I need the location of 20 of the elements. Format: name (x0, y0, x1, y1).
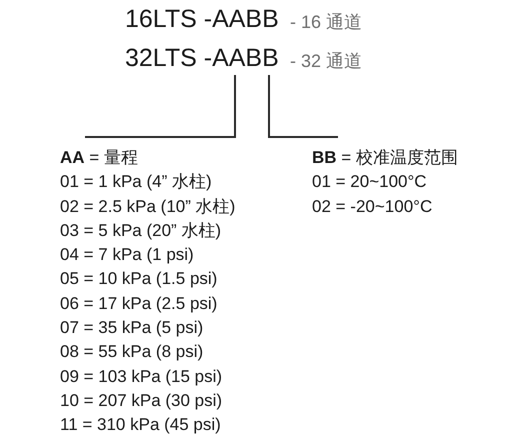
list-heading: BB = 校准温度范围 (312, 147, 458, 169)
leader-line (268, 75, 338, 138)
list-item: 07 = 35 kPa (5 psi) (60, 317, 204, 340)
list-item: 02 = 2.5 kPa (10” 水柱) (60, 196, 236, 218)
list-item: 06 = 17 kPa (2.5 psi) (60, 292, 218, 315)
list-item: 10 = 207 kPa (30 psi) (60, 390, 224, 412)
list-heading: AA = 量程 (60, 147, 139, 169)
list-item: 02 = -20~100°C (312, 196, 434, 218)
list-item: 01 = 20~100°C (312, 171, 428, 194)
channel-note: - 16 通道 (290, 12, 362, 32)
channel-note: - 32 通道 (290, 51, 362, 71)
list-item: 05 = 10 kPa (1.5 psi) (60, 268, 218, 290)
list-item: 01 = 1 kPa (4” 水柱) (60, 171, 213, 194)
list-item: 08 = 55 kPa (8 psi) (60, 341, 204, 364)
model-code: 32LTS -AABB (125, 44, 279, 75)
list-item: 09 = 103 kPa (15 psi) (60, 366, 224, 388)
list-item: 11 = 310 kPa (45 psi) (60, 414, 222, 436)
list-item: 03 = 5 kPa (20” 水柱) (60, 220, 222, 242)
model-code: 16LTS -AABB (125, 5, 279, 33)
list-item: 04 = 7 kPa (1 psi) (60, 244, 195, 266)
